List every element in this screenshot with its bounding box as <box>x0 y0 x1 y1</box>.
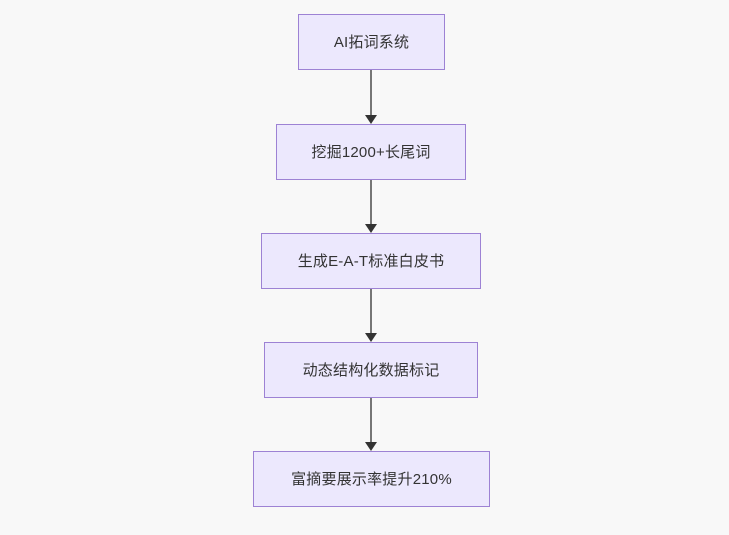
node-label: 生成E-A-T标准白皮书 <box>297 252 445 270</box>
node-label: 挖掘1200+长尾词 <box>311 143 431 161</box>
edge-node3-to-node4 <box>359 289 383 342</box>
arrowhead-down-icon <box>365 442 377 451</box>
edge-node1-to-node2 <box>359 70 383 124</box>
edge-node2-to-node3 <box>359 180 383 233</box>
edge-line <box>370 398 372 442</box>
arrowhead-down-icon <box>365 333 377 342</box>
edge-line <box>370 289 372 333</box>
node-label: 富摘要展示率提升210% <box>291 470 452 488</box>
node-label: AI拓词系统 <box>333 33 410 51</box>
edge-line <box>370 180 372 224</box>
node-label: 动态结构化数据标记 <box>302 361 440 379</box>
flowchart-node-rich-snippet-rate-increase[interactable]: 富摘要展示率提升210% <box>253 451 490 507</box>
arrowhead-down-icon <box>365 224 377 233</box>
arrowhead-down-icon <box>365 115 377 124</box>
flowchart-node-generate-eat-whitepaper[interactable]: 生成E-A-T标准白皮书 <box>261 233 481 289</box>
flowchart-node-mine-longtail-keywords[interactable]: 挖掘1200+长尾词 <box>276 124 466 180</box>
edge-node4-to-node5 <box>359 398 383 451</box>
edge-line <box>370 70 372 115</box>
flowchart-node-ai-keyword-system[interactable]: AI拓词系统 <box>298 14 445 70</box>
flowchart-node-dynamic-structured-data-markup[interactable]: 动态结构化数据标记 <box>264 342 478 398</box>
